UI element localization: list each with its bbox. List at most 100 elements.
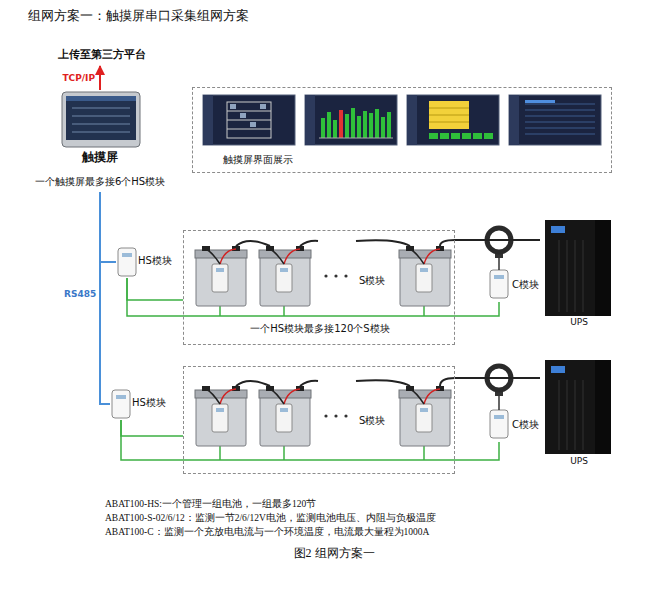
chart-bar bbox=[387, 112, 391, 138]
table-line bbox=[429, 115, 469, 116]
ups-display bbox=[551, 226, 565, 233]
ups-side bbox=[595, 220, 611, 316]
ups-vent bbox=[559, 240, 560, 312]
module-window bbox=[116, 395, 126, 399]
rack-shelf bbox=[227, 120, 271, 121]
screenshot bbox=[407, 95, 499, 145]
ellipsis-dot bbox=[324, 274, 327, 277]
rack-shelf bbox=[227, 111, 271, 112]
screen-frame bbox=[62, 92, 140, 147]
battery-terminal bbox=[436, 246, 444, 251]
chart-bar bbox=[381, 117, 385, 138]
black-lead bbox=[270, 249, 284, 264]
battery-cable bbox=[300, 241, 318, 246]
s-module-picture bbox=[416, 404, 432, 432]
edge-label: TCP/IP bbox=[62, 73, 95, 84]
list-row bbox=[525, 110, 595, 111]
battery bbox=[399, 246, 451, 316]
current-clamp bbox=[487, 228, 511, 270]
screenshot-frame bbox=[305, 95, 397, 145]
red-lead bbox=[220, 249, 236, 264]
chart-bar bbox=[327, 112, 331, 138]
screenshot-sidebar bbox=[305, 95, 315, 145]
status-cell bbox=[429, 133, 438, 139]
module-picture bbox=[490, 410, 508, 438]
ellipsis-dot bbox=[334, 274, 337, 277]
node-label: UPS bbox=[570, 317, 588, 328]
screen-row bbox=[72, 124, 130, 125]
current-clamp bbox=[487, 366, 511, 410]
battery-terminal bbox=[296, 246, 304, 251]
battery-cable bbox=[440, 378, 455, 386]
table-line bbox=[429, 108, 469, 109]
battery-group: S模块 bbox=[183, 366, 455, 474]
chart-axis bbox=[319, 138, 393, 139]
node-note: 一个触摸屏最多接6个HS模块 bbox=[35, 176, 165, 188]
black-lead bbox=[206, 389, 220, 404]
module-picture bbox=[112, 390, 130, 418]
s-module-picture bbox=[276, 404, 292, 432]
screen-row bbox=[72, 116, 130, 117]
ups-picture bbox=[545, 220, 611, 316]
screenshot-frame bbox=[203, 95, 295, 145]
connector bbox=[121, 420, 499, 460]
module-case bbox=[118, 248, 136, 276]
module-picture bbox=[118, 248, 136, 276]
node-label: 触摸屏界面展示 bbox=[223, 154, 293, 166]
rack bbox=[227, 102, 271, 138]
ups-vent bbox=[567, 380, 568, 450]
ups-vent bbox=[575, 380, 576, 450]
ups-vent bbox=[583, 380, 584, 450]
module-case bbox=[490, 270, 508, 298]
s-module-picture bbox=[276, 264, 292, 292]
chart-bar bbox=[351, 108, 355, 138]
s-module-window bbox=[420, 268, 428, 272]
ups-display bbox=[551, 366, 565, 373]
title: 组网方案一：触摸屏串口采集组网方案 bbox=[28, 8, 249, 24]
screenshot-sidebar bbox=[203, 95, 213, 145]
ellipsis-dot bbox=[334, 414, 337, 417]
battery bbox=[259, 386, 311, 460]
battery-terminal bbox=[436, 386, 444, 391]
screenshot bbox=[509, 95, 601, 145]
battery-lid bbox=[195, 250, 247, 258]
chart-bar bbox=[363, 111, 367, 138]
black-lead bbox=[206, 249, 220, 264]
s-module-window bbox=[280, 408, 288, 412]
s-module-window bbox=[280, 268, 288, 272]
connector bbox=[455, 377, 540, 379]
module-picture bbox=[490, 270, 508, 298]
red-lead bbox=[424, 249, 440, 264]
ups-picture bbox=[545, 360, 611, 454]
ellipsis-dot bbox=[324, 414, 327, 417]
caption: 图2 组网方案一 bbox=[294, 546, 375, 560]
black-lead bbox=[270, 389, 284, 404]
node-label: S模块 bbox=[359, 275, 385, 287]
connector bbox=[121, 420, 183, 436]
status-cell bbox=[484, 133, 493, 139]
s-module-picture bbox=[212, 264, 228, 292]
chart-bar bbox=[357, 116, 361, 138]
note: ABAT100-HS:一个管理一组电池，一组最多120节 bbox=[105, 499, 316, 510]
s-module-window bbox=[420, 408, 428, 412]
s-module-picture bbox=[212, 404, 228, 432]
battery-lid bbox=[259, 250, 311, 258]
module-case bbox=[490, 410, 508, 438]
node-label: S模块 bbox=[359, 415, 385, 427]
hs-module: HS模块 bbox=[116, 246, 178, 278]
battery-lid bbox=[259, 390, 311, 398]
status-cell bbox=[462, 133, 471, 139]
ups-vent bbox=[583, 240, 584, 312]
s-module-window bbox=[216, 268, 224, 272]
screenshot-frame bbox=[407, 95, 499, 145]
battery-lid bbox=[399, 250, 451, 258]
ups: UPS bbox=[540, 216, 618, 332]
connector bbox=[100, 192, 110, 404]
screen-row bbox=[72, 108, 130, 109]
c-module: C模块 bbox=[488, 408, 543, 442]
node-label: C模块 bbox=[512, 419, 539, 431]
screenshot bbox=[305, 95, 397, 145]
table-line bbox=[429, 122, 469, 123]
node-note: 一个HS模块最多接120个S模块 bbox=[250, 323, 389, 335]
battery-terminal bbox=[232, 386, 240, 391]
